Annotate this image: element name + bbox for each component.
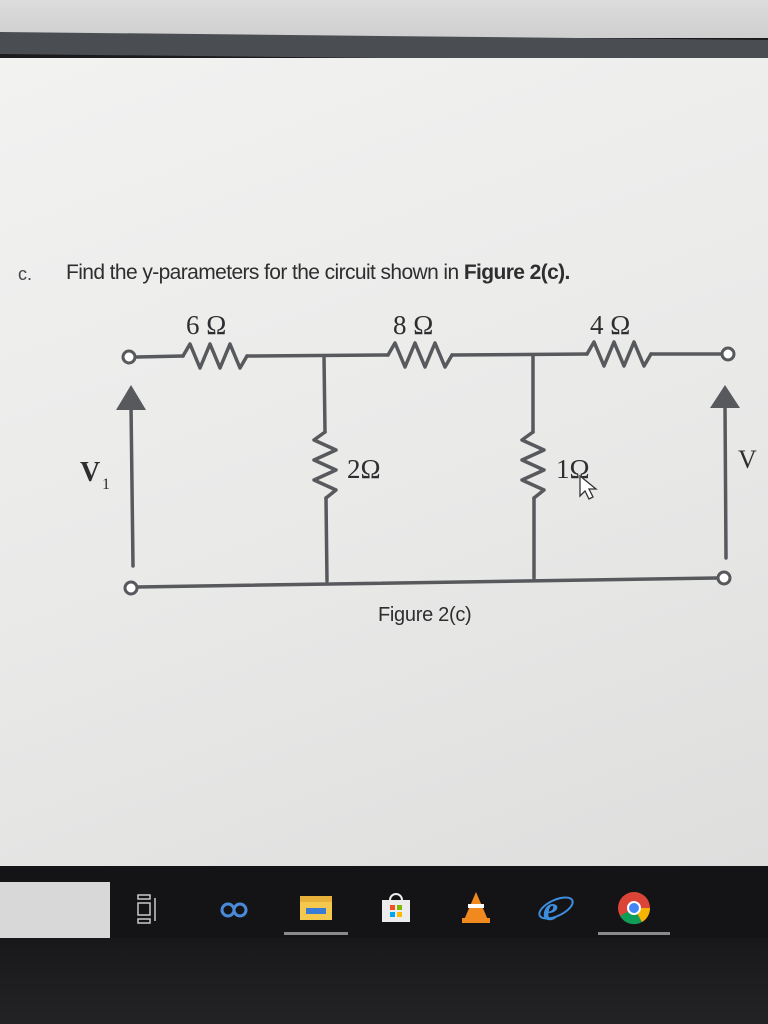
vlc-button[interactable] <box>454 886 498 930</box>
file-explorer-button[interactable] <box>294 886 338 930</box>
taskbar-search-box[interactable] <box>0 882 110 940</box>
label-v1-subscript: 1 <box>102 476 110 493</box>
question-text: Find the y-parameters for the circuit sh… <box>66 261 570 285</box>
v2-arrow-head <box>710 385 740 408</box>
terminal-2-bottom <box>716 570 732 586</box>
terminal-2-top <box>720 346 736 362</box>
v1-arrow-head <box>116 385 146 410</box>
internet-explorer-button[interactable]: e <box>534 886 578 930</box>
top-wire-left <box>135 354 185 359</box>
chrome-icon <box>618 892 651 925</box>
task-view-button[interactable] <box>124 886 168 930</box>
vlc-cone-icon <box>462 892 490 923</box>
resistor-2-ohm-zigzag <box>312 430 338 500</box>
store-icon <box>382 893 410 922</box>
top-wire-mid-right <box>450 352 589 357</box>
question-letter: c. <box>18 264 33 284</box>
mouse-pointer-icon <box>579 474 598 500</box>
resistor-1-ohm-zigzag <box>520 430 546 500</box>
svg-text:e: e <box>543 891 558 928</box>
figure-caption: Figure 2(c) <box>378 604 472 626</box>
monitor-bezel <box>0 0 768 38</box>
taskbar: e <box>0 866 768 940</box>
question-line: c. Find the y-parameters for the circuit… <box>0 258 768 292</box>
people-button[interactable] <box>214 886 258 930</box>
v2-arrow-shaft <box>723 403 728 560</box>
label-2-ohm: 2Ω <box>347 454 381 484</box>
people-icon <box>220 902 248 918</box>
task-view-icon <box>137 894 156 924</box>
terminal-1-bottom <box>123 580 139 596</box>
resistor-6-ohm-zigzag <box>181 342 249 370</box>
v1-arrow-shaft <box>129 403 135 568</box>
file-explorer-icon <box>300 896 332 920</box>
question-figure-ref: Figure 2(c). <box>463 261 571 284</box>
document-view <box>0 58 768 866</box>
top-wire-mid-left <box>245 353 390 358</box>
label-6-ohm: 6 Ω <box>186 310 226 340</box>
label-8-ohm: 8 Ω <box>393 310 433 340</box>
bottom-wire <box>135 576 719 589</box>
shunt-wire-2-bottom <box>324 496 329 583</box>
internet-explorer-icon: e <box>538 891 574 928</box>
shunt-wire-2-top <box>322 354 327 434</box>
resistor-8-ohm-zigzag <box>386 341 454 369</box>
label-v1: V <box>80 457 100 488</box>
question-body: Find the y-parameters for the circuit sh… <box>66 261 464 284</box>
label-v2: V <box>738 445 757 474</box>
terminal-1-top <box>121 349 137 365</box>
file-explorer-active-indicator <box>284 932 348 935</box>
store-button[interactable] <box>374 886 418 930</box>
resistor-4-ohm-zigzag <box>585 340 653 368</box>
monitor-bottom-bezel <box>0 938 768 1024</box>
label-4-ohm: 4 Ω <box>590 310 630 340</box>
chrome-button[interactable] <box>612 886 656 930</box>
chrome-active-indicator <box>598 932 670 935</box>
